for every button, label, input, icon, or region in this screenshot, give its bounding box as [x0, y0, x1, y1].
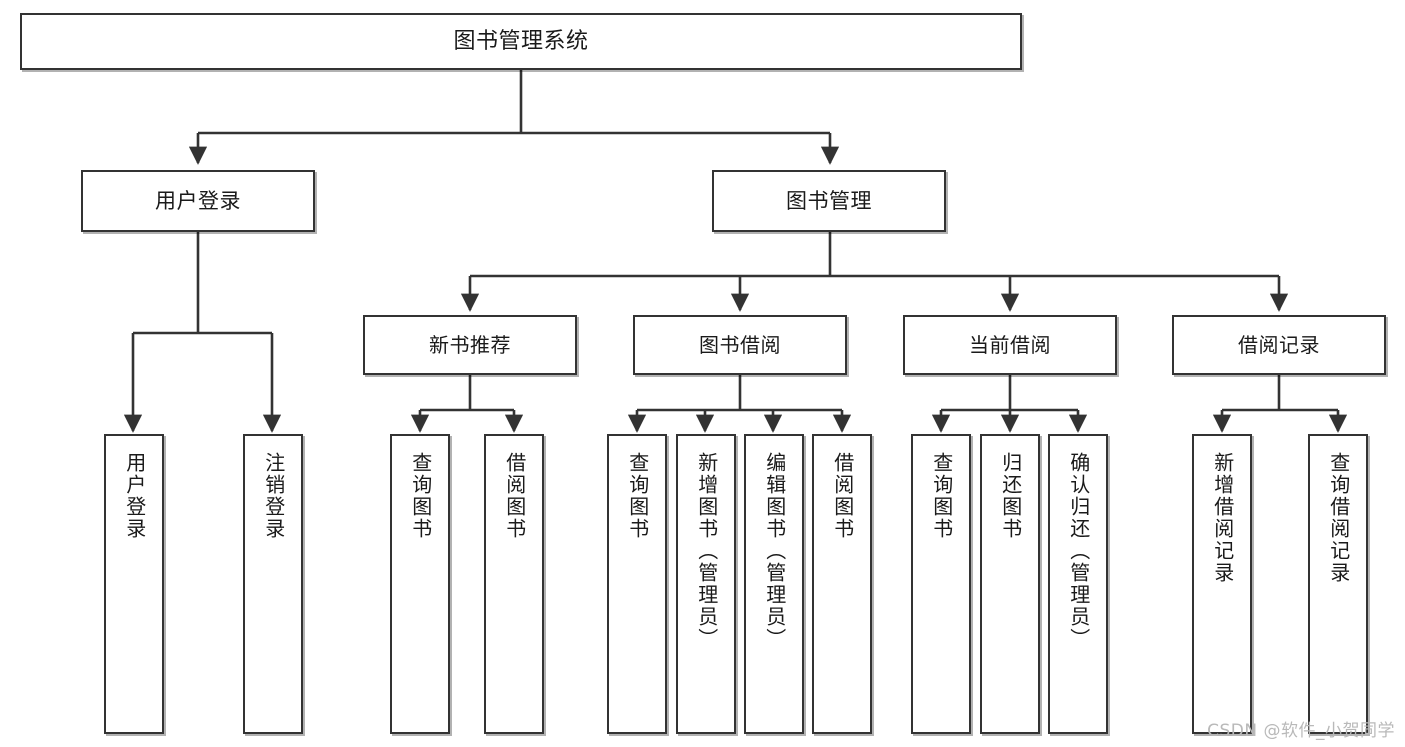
node-label: 查询图书	[408, 452, 433, 540]
leaf-borrow-books[interactable]: 借阅图书	[812, 434, 872, 734]
node-label: 借阅图书	[830, 452, 855, 540]
node-label: 查询借阅记录	[1326, 452, 1351, 584]
node-new-book-recommend[interactable]: 新书推荐	[363, 315, 577, 375]
node-label: 图书管理系统	[453, 28, 589, 54]
node-label: 新书推荐	[429, 332, 511, 357]
node-label: 图书借阅	[699, 332, 781, 357]
node-label: 当前借阅	[969, 332, 1051, 357]
leaf-edit-book-admin[interactable]: 编辑图书（管理员）	[744, 434, 804, 734]
node-root[interactable]: 图书管理系统	[20, 13, 1022, 70]
node-user-login[interactable]: 用户登录	[81, 170, 315, 232]
leaf-add-book-admin[interactable]: 新增图书（管理员）	[676, 434, 736, 734]
node-label: 借阅记录	[1238, 332, 1320, 357]
node-label: 借阅图书	[502, 452, 527, 540]
node-current-borrow[interactable]: 当前借阅	[903, 315, 1117, 375]
node-label: 查询图书	[929, 452, 954, 540]
node-label: 图书管理	[786, 188, 872, 213]
node-label: 用户登录	[155, 188, 241, 213]
leaf-query-books-borrow[interactable]: 查询图书	[607, 434, 667, 734]
node-book-borrow[interactable]: 图书借阅	[633, 315, 847, 375]
leaf-query-books-recommend[interactable]: 查询图书	[390, 434, 450, 734]
node-label: 归还图书	[998, 452, 1023, 540]
leaf-add-borrow-record[interactable]: 新增借阅记录	[1192, 434, 1252, 734]
leaf-query-borrow-record[interactable]: 查询借阅记录	[1308, 434, 1368, 734]
node-label: 查询图书	[625, 452, 650, 540]
node-label: 注销登录	[261, 452, 286, 540]
leaf-return-books[interactable]: 归还图书	[980, 434, 1040, 734]
node-label: 用户登录	[122, 452, 147, 540]
leaf-logout[interactable]: 注销登录	[243, 434, 303, 734]
node-book-management[interactable]: 图书管理	[712, 170, 946, 232]
node-label: 新增借阅记录	[1210, 452, 1235, 584]
leaf-confirm-return-admin[interactable]: 确认归还（管理员）	[1048, 434, 1108, 734]
node-label: 确认归还（管理员）	[1066, 452, 1091, 650]
leaf-user-login[interactable]: 用户登录	[104, 434, 164, 734]
node-borrow-record[interactable]: 借阅记录	[1172, 315, 1386, 375]
leaf-borrow-books-recommend[interactable]: 借阅图书	[484, 434, 544, 734]
leaf-query-books-current[interactable]: 查询图书	[911, 434, 971, 734]
csdn-watermark: CSDN @软件_小贺同学	[1207, 721, 1395, 741]
node-label: 新增图书（管理员）	[694, 452, 719, 650]
node-label: 编辑图书（管理员）	[762, 452, 787, 650]
